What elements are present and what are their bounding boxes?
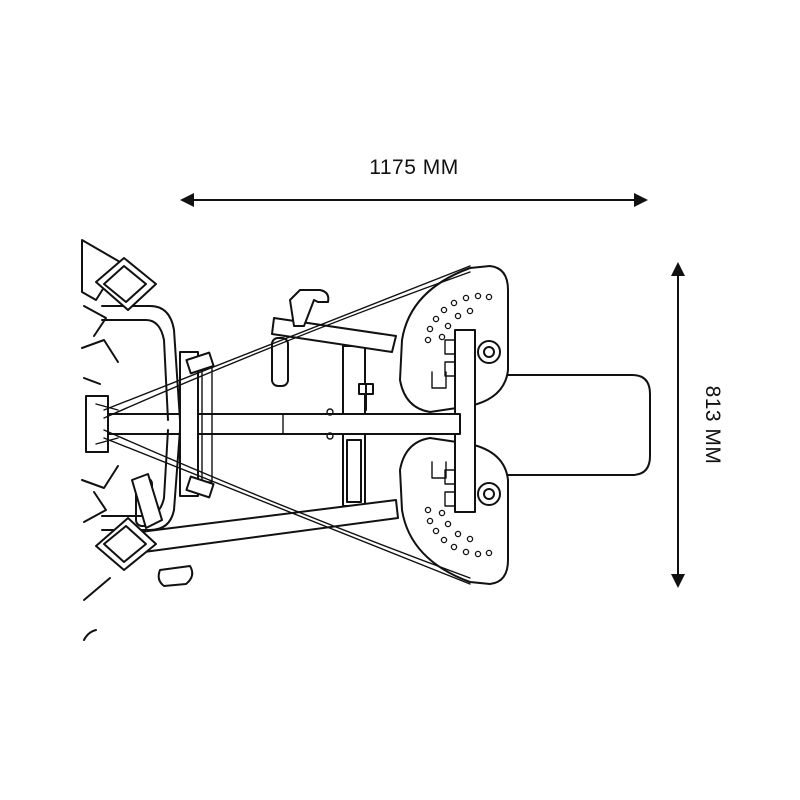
lower-foot-grip bbox=[157, 565, 194, 587]
width-dimension-label: 1175 MM bbox=[369, 156, 458, 179]
upper-grip bbox=[271, 337, 289, 387]
left-hub bbox=[85, 395, 109, 453]
left-frame-upper bbox=[101, 305, 181, 421]
width-dimension: 1175 MM bbox=[180, 156, 648, 207]
depth-arrow-top-icon bbox=[671, 262, 685, 276]
upper-cam-holes bbox=[424, 292, 493, 344]
depth-dimension-label: 813 MM bbox=[701, 386, 724, 465]
main-frame-beam bbox=[97, 413, 461, 435]
lower-arm bbox=[139, 499, 399, 553]
upper-left-weight-horn bbox=[81, 239, 157, 385]
width-arrow-left-icon bbox=[180, 193, 194, 207]
left-frame-lower bbox=[101, 429, 181, 531]
upper-handle bbox=[289, 289, 330, 327]
lower-left-weight-horn bbox=[81, 465, 163, 641]
depth-dimension: 813 MM bbox=[671, 262, 724, 588]
left-plate bbox=[179, 351, 199, 497]
machine-outline bbox=[81, 239, 651, 641]
width-arrow-right-icon bbox=[634, 193, 648, 207]
cables bbox=[103, 265, 471, 585]
lower-cam-holes bbox=[424, 506, 493, 558]
upper-pivot-center bbox=[483, 346, 495, 358]
lower-pivot-center bbox=[483, 488, 495, 500]
upper-column bbox=[342, 345, 366, 415]
depth-arrow-bottom-icon bbox=[671, 574, 685, 588]
seat-pad bbox=[469, 374, 651, 476]
